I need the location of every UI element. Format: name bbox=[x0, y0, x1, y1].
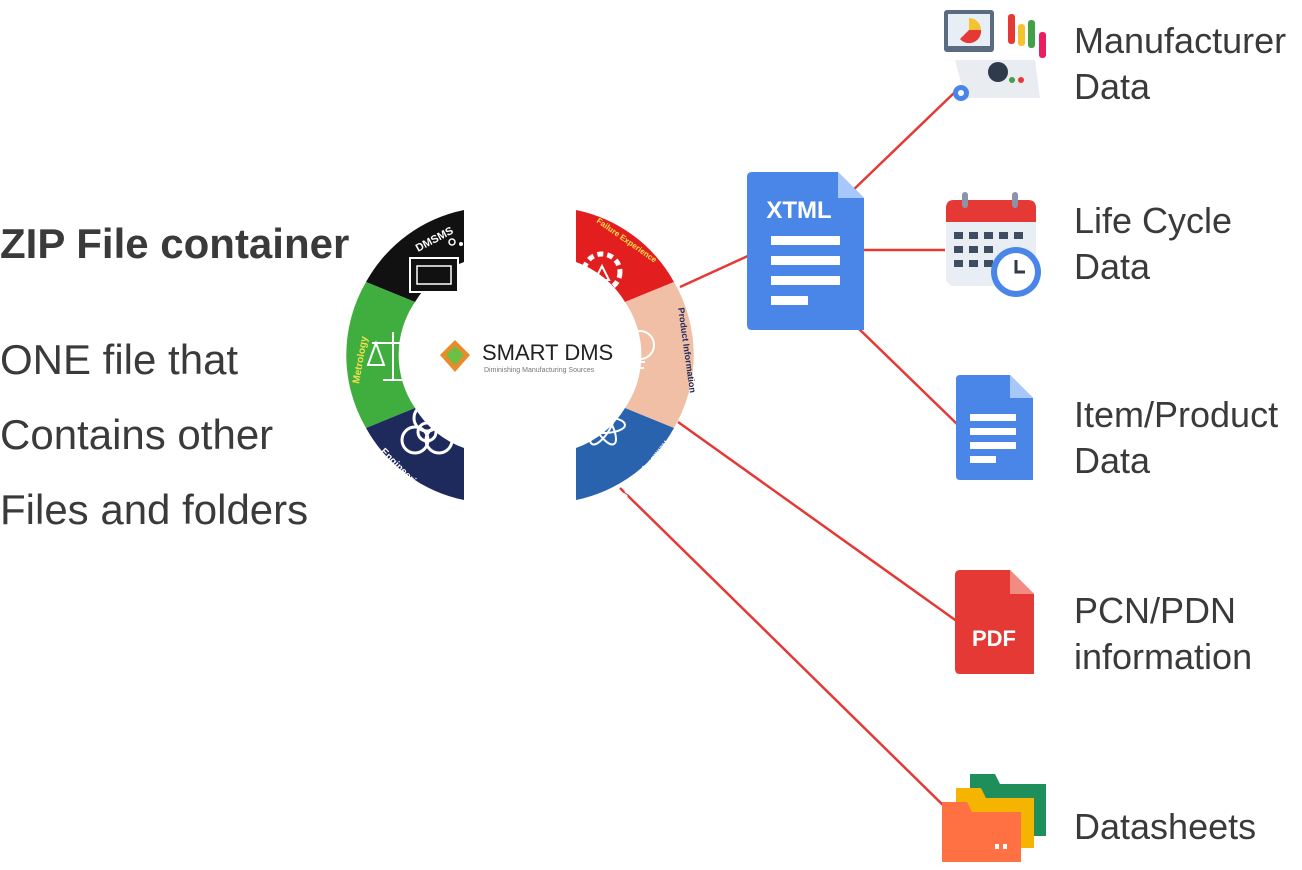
analytics-dashboard-icon bbox=[944, 10, 1046, 101]
gear-warning-icon bbox=[581, 251, 623, 293]
lightbulb-icon bbox=[625, 330, 655, 369]
zip-container-title: ZIP File container bbox=[0, 220, 350, 267]
xtml-document-icon: XTML bbox=[747, 172, 864, 330]
output-label-datasheets: Datasheets bbox=[1074, 806, 1257, 847]
wheel-segment-reliability bbox=[576, 408, 674, 500]
description-line-2: Contains other bbox=[0, 411, 274, 458]
connector-lines bbox=[619, 91, 959, 813]
description-line-1: ONE file that bbox=[0, 336, 239, 383]
connector-xtml-to-manufacturer bbox=[847, 91, 956, 196]
wheel-segment-failure bbox=[576, 210, 674, 302]
wheel-segment-product bbox=[625, 282, 694, 428]
scale-icon bbox=[366, 332, 420, 381]
biohazard-icon bbox=[400, 403, 454, 455]
connector-xtml-to-item bbox=[854, 324, 959, 426]
smart-dms-tagline: Diminishing Manufacturing Sources bbox=[484, 367, 595, 374]
smart-dms-logo bbox=[440, 340, 470, 372]
chip-icon bbox=[409, 257, 459, 293]
smart-dms-logo-text: SMART DMS bbox=[482, 340, 613, 365]
pdf-icon: PDF bbox=[955, 570, 1034, 674]
smart-dms-wheel: DMSMS Metrology Engineering Failure Expe… bbox=[346, 210, 698, 526]
connector-wheel-to-xtml bbox=[679, 253, 751, 289]
connector-wheel-to-datasheets bbox=[619, 487, 951, 813]
description-line-3: Files and folders bbox=[0, 486, 309, 533]
atom-icon bbox=[580, 404, 626, 446]
xtml-label: XTML bbox=[766, 197, 831, 224]
connector-wheel-to-pcn bbox=[677, 420, 959, 624]
document-icon bbox=[956, 375, 1033, 480]
pdf-badge-text: PDF bbox=[972, 626, 1016, 651]
calendar-clock-icon bbox=[946, 192, 1041, 297]
wheel-segment-dmsms bbox=[366, 210, 464, 302]
folders-icon bbox=[942, 774, 1046, 862]
